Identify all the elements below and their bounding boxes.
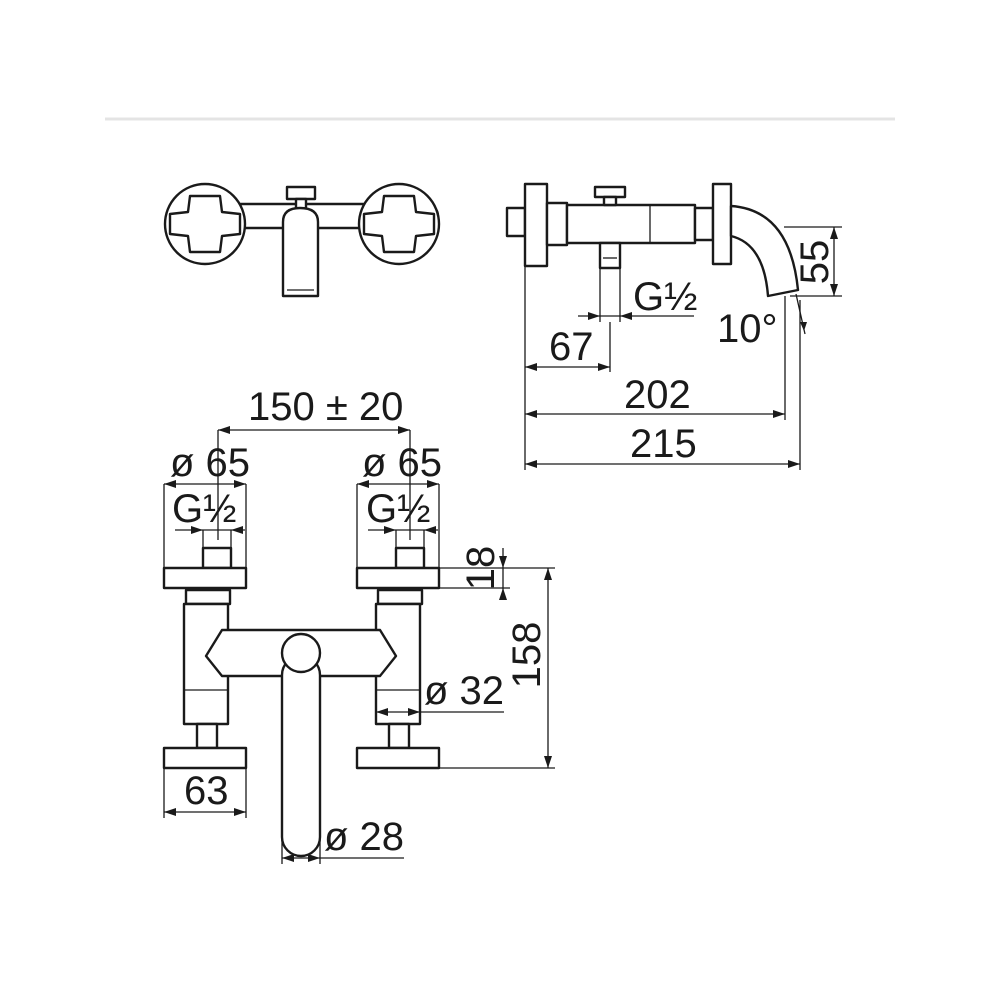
- side-body-collar: [693, 206, 715, 242]
- top-view: [163, 182, 441, 298]
- dim-67-label: 67: [549, 325, 594, 369]
- dim-150-arrow-right: [398, 426, 410, 434]
- front-left-nut: [184, 588, 232, 606]
- side-wall-flange: [523, 182, 549, 268]
- dim-angle-label: 10°: [717, 307, 778, 351]
- front-right-flange: [355, 566, 441, 590]
- dim-gl-arrow-right: [231, 526, 243, 534]
- side-diverter-knob: [593, 185, 627, 199]
- dim-65l-label: ø 65: [170, 441, 250, 485]
- side-spout-flange: [711, 182, 733, 266]
- front-left-inlet: [201, 546, 233, 570]
- dim-215-label: 215: [630, 422, 697, 466]
- dim-65r-label: ø 65: [362, 441, 442, 485]
- dim-55-arrow-bottom: [830, 284, 838, 296]
- dim-65r-arrow-left: [357, 480, 369, 488]
- dim-gl-arrow-left: [191, 526, 203, 534]
- dim-202-arrow-right: [773, 410, 785, 418]
- dim-55-label: 55: [793, 240, 837, 285]
- side-mixer-body: [565, 203, 697, 245]
- dim-67-arrow-right: [598, 363, 610, 371]
- dim-158-arrow-top: [544, 568, 552, 580]
- dim-65l-arrow-right: [234, 480, 246, 488]
- dim-28-arrow-right: [308, 854, 320, 862]
- front-left-handle: [162, 746, 248, 770]
- dim-18-arrow-top: [499, 556, 507, 568]
- dim-gr-label: G½: [366, 487, 430, 531]
- dim-side-thread-label: G½: [633, 275, 697, 319]
- dim-32-arrow-right: [408, 708, 420, 716]
- side-view-dimensions: 55 G½ 10° 67 202 215: [524, 226, 842, 470]
- side-spout: [729, 204, 800, 298]
- left-cross-handle: [168, 194, 242, 254]
- dim-215-arrow-left: [525, 460, 537, 468]
- dim-63-arrow-right: [234, 808, 246, 816]
- dim-28-arrow-left: [282, 854, 294, 862]
- dim-158-arrow-bottom: [544, 756, 552, 768]
- front-left-stem: [195, 722, 219, 750]
- right-cross-handle: [362, 194, 436, 254]
- dim-158-label: 158: [505, 622, 549, 689]
- front-right-stem: [387, 722, 411, 750]
- dim-gl-label: G½: [172, 487, 236, 531]
- dim-g-arrow-left: [588, 312, 600, 320]
- dim-150-label: 150 ± 20: [248, 385, 403, 429]
- front-left-flange: [162, 566, 248, 590]
- dim-67-arrow-left: [525, 363, 537, 371]
- front-right-inlet: [394, 546, 426, 570]
- front-spout: [280, 654, 322, 858]
- dim-gr-arrow-left: [384, 526, 396, 534]
- front-right-nut: [376, 588, 424, 606]
- front-diverter-knob: [280, 632, 322, 674]
- dim-55-arrow-top: [830, 227, 838, 239]
- side-view: [505, 182, 800, 298]
- spout-top: [281, 206, 320, 298]
- dim-202-label: 202: [624, 373, 691, 417]
- dim-150-arrow-left: [218, 426, 230, 434]
- dim-65r-arrow-right: [427, 480, 439, 488]
- front-view-dimensions: 150 ± 20 ø 65 ø 65 G½ G½: [163, 385, 555, 864]
- dim-18-label: 18: [459, 546, 503, 591]
- front-view: [162, 546, 441, 858]
- dim-65l-arrow-left: [164, 480, 176, 488]
- dim-32-arrow-left: [376, 708, 388, 716]
- side-connector: [505, 206, 527, 238]
- dim-63-arrow-left: [164, 808, 176, 816]
- dim-202-arrow-left: [525, 410, 537, 418]
- diverter-knob-top: [285, 185, 317, 201]
- dim-18-arrow-bottom: [499, 588, 507, 600]
- side-inlet-stub: [598, 241, 622, 270]
- dim-63-label: 63: [184, 769, 229, 813]
- front-right-handle: [355, 746, 441, 770]
- dim-32-label: ø 32: [424, 669, 504, 713]
- side-handle-hub: [545, 201, 569, 247]
- dim-gr-arrow-right: [424, 526, 436, 534]
- side-diverter-stem: [602, 195, 618, 207]
- dim-g-arrow-right: [620, 312, 632, 320]
- dim-angle-arrow: [800, 322, 807, 331]
- dim-28-label: ø 28: [324, 815, 404, 859]
- dim-215-arrow-right: [788, 460, 800, 468]
